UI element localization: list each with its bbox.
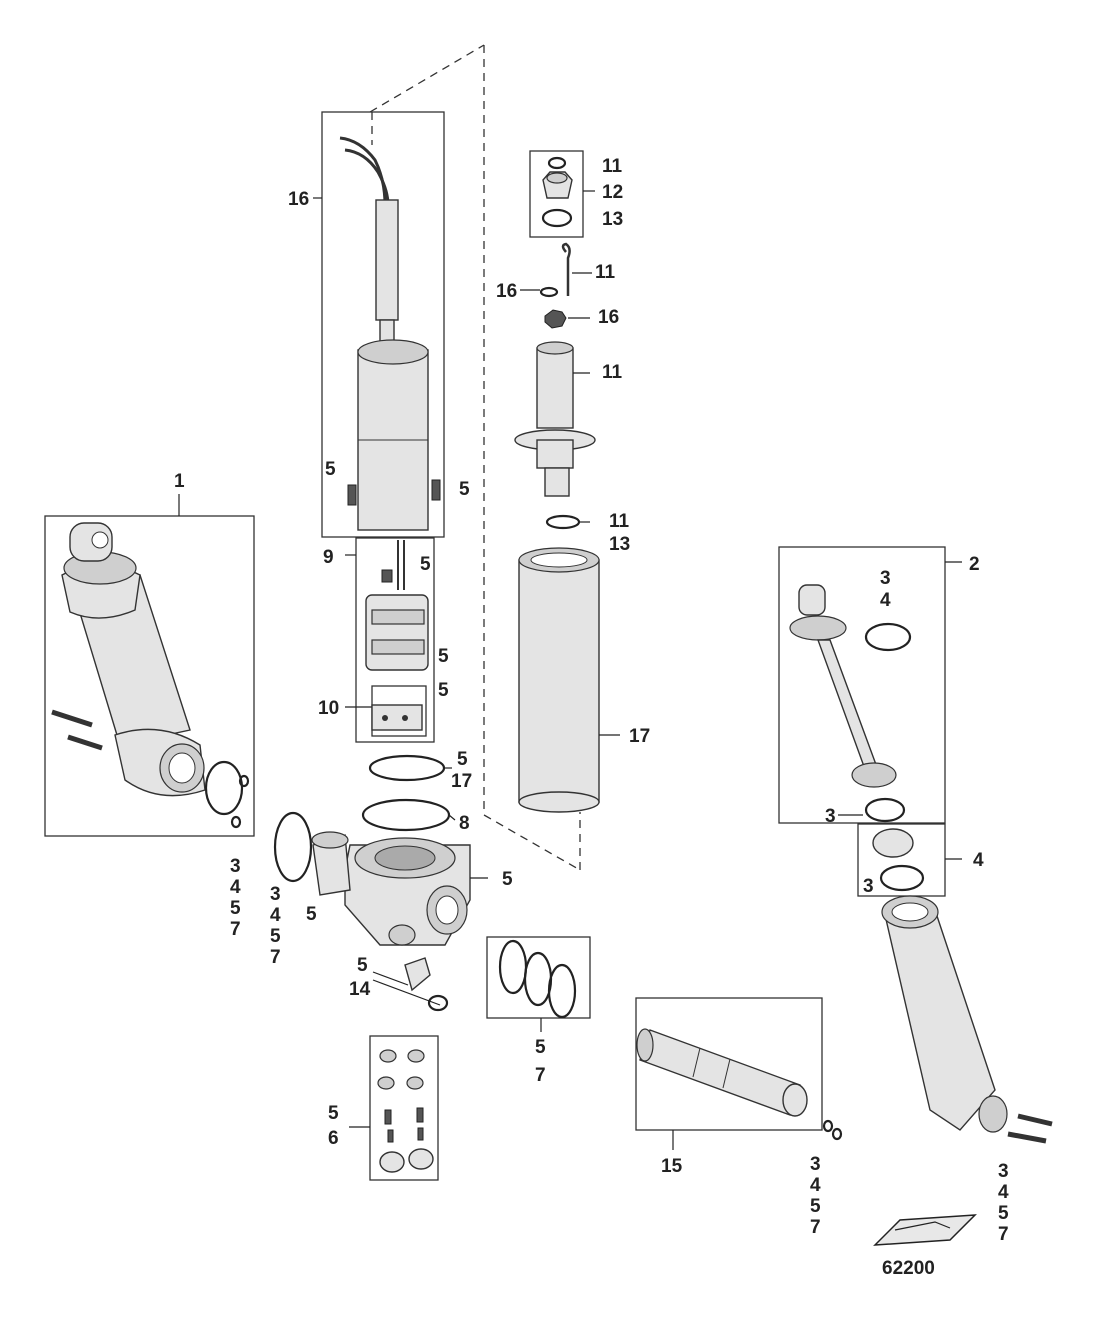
callout-label: 1 xyxy=(174,471,185,492)
trim-cylinder-assembly-left xyxy=(44,494,255,837)
trim-cylinder-right xyxy=(881,895,1053,1144)
callout-label: 5 xyxy=(535,1037,546,1058)
svg-text:3: 3 xyxy=(810,1154,821,1175)
valve-body-assembly xyxy=(345,537,435,743)
callout-label: 3 xyxy=(863,876,874,897)
callout-label: 17 xyxy=(451,771,472,792)
callout-label: 17 xyxy=(629,726,650,747)
callout-label: 12 xyxy=(602,182,623,203)
callout-label: 11 xyxy=(602,362,623,383)
callout-label: 5 xyxy=(457,749,468,770)
fill-cap-assembly xyxy=(529,150,595,238)
svg-text:5: 5 xyxy=(270,926,281,947)
valve-kit xyxy=(349,1035,439,1181)
callout-label: 5 xyxy=(325,459,336,480)
reservoir-tube xyxy=(514,341,596,530)
callout-label: 5 xyxy=(502,869,513,890)
callout-label: 16 xyxy=(496,281,517,302)
callout-stack-mid: 3 4 5 7 xyxy=(270,884,281,968)
callout-label: 11 xyxy=(602,156,623,177)
svg-text:4: 4 xyxy=(810,1175,821,1196)
seal-rings-center xyxy=(361,754,456,832)
callout-label: 6 xyxy=(328,1128,339,1149)
callout-label: 14 xyxy=(349,979,371,1000)
callout-label: 4 xyxy=(880,590,891,611)
pump-housing xyxy=(273,811,488,1012)
callout-label: 5 xyxy=(420,554,431,575)
svg-text:4: 4 xyxy=(998,1182,1009,1203)
svg-text:7: 7 xyxy=(998,1224,1009,1245)
callout-labels: 1 16 5 5 9 5 5 5 10 5 17 8 5 5 11 12 13 … xyxy=(174,156,984,1177)
svg-text:5: 5 xyxy=(810,1196,821,1217)
callout-label: 11 xyxy=(609,511,630,532)
pump-motor-assembly xyxy=(313,111,445,538)
callout-label: 5 xyxy=(438,680,449,701)
callout-label: 13 xyxy=(602,209,623,230)
svg-text:3: 3 xyxy=(230,856,241,877)
dashed-assembly-outline xyxy=(369,44,581,871)
svg-text:3: 3 xyxy=(270,884,281,905)
callout-label: 10 xyxy=(318,698,339,719)
boat-icon xyxy=(873,1214,977,1246)
svg-text:5: 5 xyxy=(230,898,241,919)
callout-label: 13 xyxy=(609,534,630,555)
callout-label: 7 xyxy=(535,1065,546,1086)
callout-label: 5 xyxy=(306,904,317,925)
o-ring-kit xyxy=(486,936,591,1032)
svg-text:7: 7 xyxy=(230,919,241,940)
reservoir-small-parts xyxy=(520,242,592,329)
manifold-assembly xyxy=(345,685,427,737)
svg-text:4: 4 xyxy=(230,877,241,898)
callout-label: 3 xyxy=(880,568,891,589)
callout-label: 4 xyxy=(973,850,984,871)
svg-text:3: 3 xyxy=(998,1161,1009,1182)
diagram-number: 62200 xyxy=(882,1258,935,1279)
trim-ram-assembly-right xyxy=(778,546,962,824)
svg-text:5: 5 xyxy=(998,1203,1009,1224)
callout-label: 5 xyxy=(459,479,470,500)
callout-label: 11 xyxy=(595,262,616,283)
callout-label: 8 xyxy=(459,813,470,834)
callout-label: 5 xyxy=(357,955,368,976)
reservoir-cover xyxy=(518,547,620,813)
callout-label: 15 xyxy=(661,1156,683,1177)
callout-label: 16 xyxy=(288,189,309,210)
end-cap-assembly xyxy=(857,823,962,897)
callout-stack-15: 3 4 5 7 xyxy=(810,1154,821,1238)
callout-label: 5 xyxy=(328,1103,339,1124)
trim-pin-assembly xyxy=(635,997,843,1150)
svg-text:4: 4 xyxy=(270,905,281,926)
callout-label: 16 xyxy=(598,307,619,328)
svg-text:7: 7 xyxy=(270,947,281,968)
callout-label: 5 xyxy=(438,646,449,667)
callout-label: 2 xyxy=(969,554,980,575)
callout-label: 9 xyxy=(323,547,334,568)
callout-stack-right: 3 4 5 7 xyxy=(998,1161,1009,1245)
svg-text:7: 7 xyxy=(810,1217,821,1238)
callout-stack-left: 3 4 5 7 xyxy=(230,856,241,940)
callout-label: 3 xyxy=(825,806,836,827)
